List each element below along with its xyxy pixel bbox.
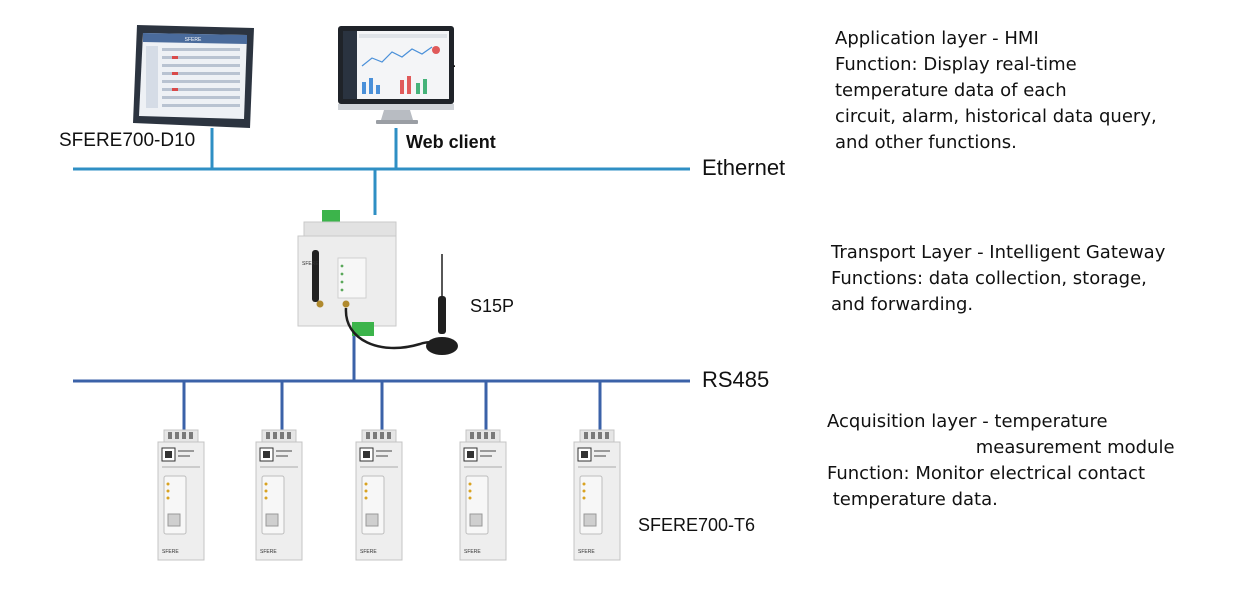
gateway-brand-text: SFERE	[302, 261, 319, 267]
gateway-label: S15P	[470, 296, 515, 316]
module-brand-text: SFERE	[162, 549, 179, 555]
acquisition-layer-description: Acquisition layer - temperature measurem…	[827, 411, 1175, 510]
antenna	[426, 254, 458, 355]
module-brand-text: SFERE	[578, 549, 595, 555]
gateway-device: SFERE	[297, 210, 441, 350]
temperature-module: SFERE	[573, 429, 621, 561]
web-client-monitor	[338, 26, 454, 124]
web-client-label: Web client	[406, 132, 496, 152]
module-brand-text: SFERE	[360, 549, 377, 555]
hmi-panel-device: SFERE	[133, 25, 254, 128]
ethernet-label: Ethernet	[702, 155, 786, 180]
web-client-trailing-mark: .	[452, 54, 457, 71]
transport-layer-description: Transport Layer - Intelligent Gateway Fu…	[831, 242, 1166, 315]
module-label: SFERE700-T6	[638, 515, 756, 535]
temperature-module: SFERE	[459, 429, 507, 561]
hmi-device-label: SFERE700-D10	[59, 130, 196, 151]
temperature-modules: SFERE SFERE SFERE SFERE SFERE	[157, 429, 621, 561]
temperature-module: SFERE	[255, 429, 303, 561]
temperature-module: SFERE	[355, 429, 403, 561]
application-layer-description: Application layer - HMI Function: Displa…	[835, 28, 1157, 153]
hmi-brand-text: SFERE	[185, 37, 202, 43]
rs485-label: RS485	[702, 367, 770, 392]
temperature-module: SFERE	[157, 429, 205, 561]
module-brand-text: SFERE	[260, 549, 277, 555]
module-brand-text: SFERE	[464, 549, 481, 555]
